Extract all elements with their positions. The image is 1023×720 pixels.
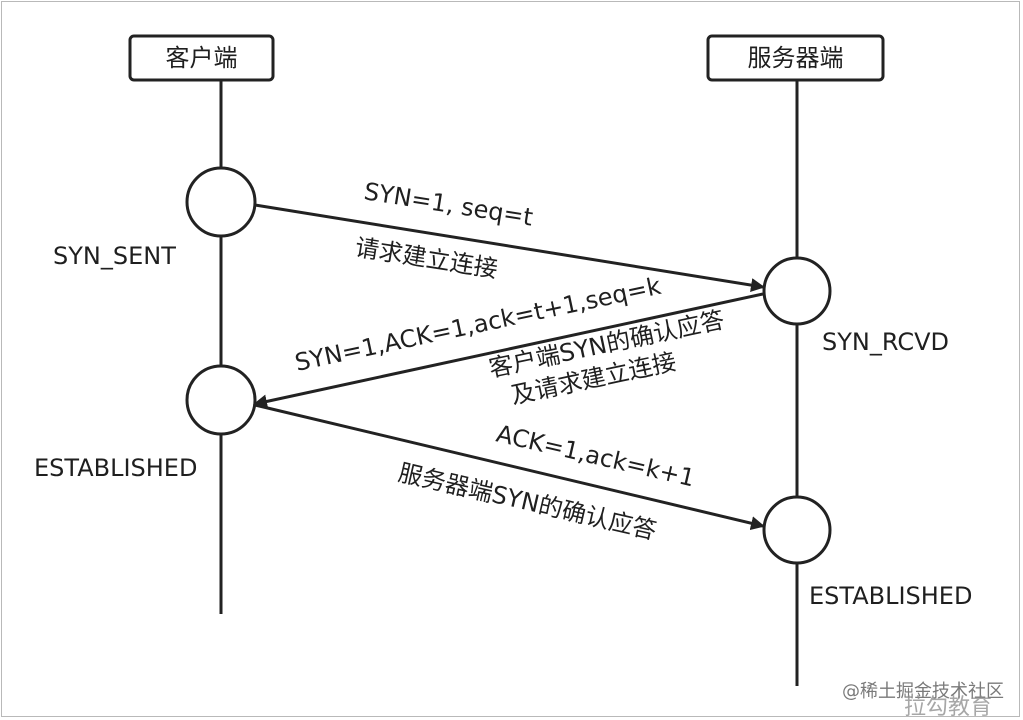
server-syn-rcvd-label: SYN_RCVD [822,328,949,356]
server-participant: 服务器端 [706,34,885,82]
server-title: 服务器端 [748,44,844,72]
arrow-syn-ack [253,292,764,409]
client-box [128,34,275,82]
watermark-site: @稀土掘金技术社区 [842,681,1004,702]
server-established-node [762,495,832,565]
arrow-syn [254,203,765,292]
client-syn-sent-label: SYN_SENT [53,242,176,270]
server-established-label: ESTABLISHED [809,582,972,610]
client-syn-sent-node [185,166,257,238]
message-1-line-1: SYN=1, seq=t [362,177,535,231]
client-title: 客户端 [166,44,238,72]
client-established-label: ESTABLISHED [34,454,197,482]
watermark-brand: 拉勾教育 [904,695,992,720]
client-participant: 客户端 [128,34,275,82]
arrow-ack [254,403,765,531]
client-established-node [185,364,257,436]
server-syn-rcvd-node [762,256,832,326]
message-3-line-1: ACK=1,ack=k+1 [494,420,698,493]
